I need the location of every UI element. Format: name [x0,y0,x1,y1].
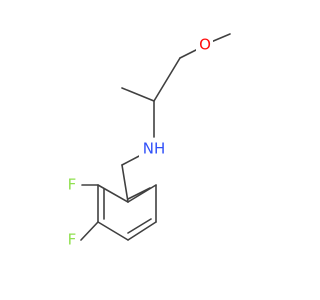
fluorine-lower-label: F [68,231,77,249]
bond-oxygen-ch2 [179,48,199,59]
ring-double-bond-b [127,218,152,234]
atom-labels: O NH F F [65,36,213,249]
bonds [80,33,231,241]
nitrogen-label-group: NH [139,138,172,158]
oxygen-label: O [199,36,211,54]
ring-double-bond-c [127,187,151,200]
fluorine-lower-label-group: F [65,231,80,249]
ring-bond-6-1 [127,184,157,203]
bond-ring-fluorine-lower [80,221,99,241]
nitrogen-label: NH [143,140,166,158]
bond-methyl-oxygen [210,33,231,43]
bond-ch2-ring [121,164,129,203]
oxygen-label-group: O [196,36,213,54]
fluorine-upper-label-group: F [65,176,80,194]
ring-bond-4-5 [127,221,157,241]
molecule-drawing: O NH F F [65,33,231,249]
bond-ch2-ch [153,57,181,102]
ring-bond-3-4 [97,221,129,241]
ring-bond-1-2 [97,184,129,203]
structure-canvas: O NH F F [65,33,231,249]
bond-ch-methyl [121,87,155,102]
fluorine-upper-label: F [68,176,77,194]
